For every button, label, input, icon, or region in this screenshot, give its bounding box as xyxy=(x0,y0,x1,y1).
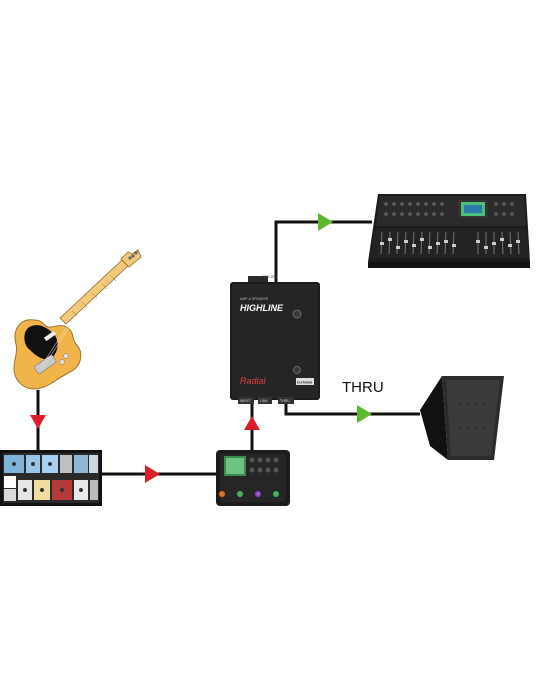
stage-monitor-icon xyxy=(420,376,504,460)
guitar-icon xyxy=(14,250,141,389)
di-brand-logo: Radial xyxy=(240,376,267,386)
arrow-down-red xyxy=(30,415,46,429)
cable-di-to-console xyxy=(276,222,372,282)
arrow-right-green-console xyxy=(318,213,333,231)
arrows xyxy=(30,213,372,483)
cables xyxy=(38,222,420,474)
di-link-label: LINK xyxy=(260,399,268,403)
di-thru-label: THRU xyxy=(280,399,290,403)
thru-label: THRU xyxy=(342,379,384,396)
di-badge: GUITAR/DI xyxy=(297,381,312,385)
multi-effects-unit-icon xyxy=(216,450,290,506)
cable-di-thru-to-monitor xyxy=(286,402,420,414)
di-input-label: INPUT xyxy=(240,399,251,403)
mixing-console-icon xyxy=(368,194,530,268)
arrow-up-red xyxy=(244,416,260,430)
di-small-caption: AMP & SPEAKER xyxy=(240,297,269,301)
di-top-tag: JDX-ISO xyxy=(262,274,278,279)
pedalboard-icon xyxy=(0,450,102,506)
arrow-right-red xyxy=(145,465,160,483)
di-model-name: HIGHLINE xyxy=(240,303,284,313)
arrow-right-green-monitor xyxy=(357,405,372,423)
